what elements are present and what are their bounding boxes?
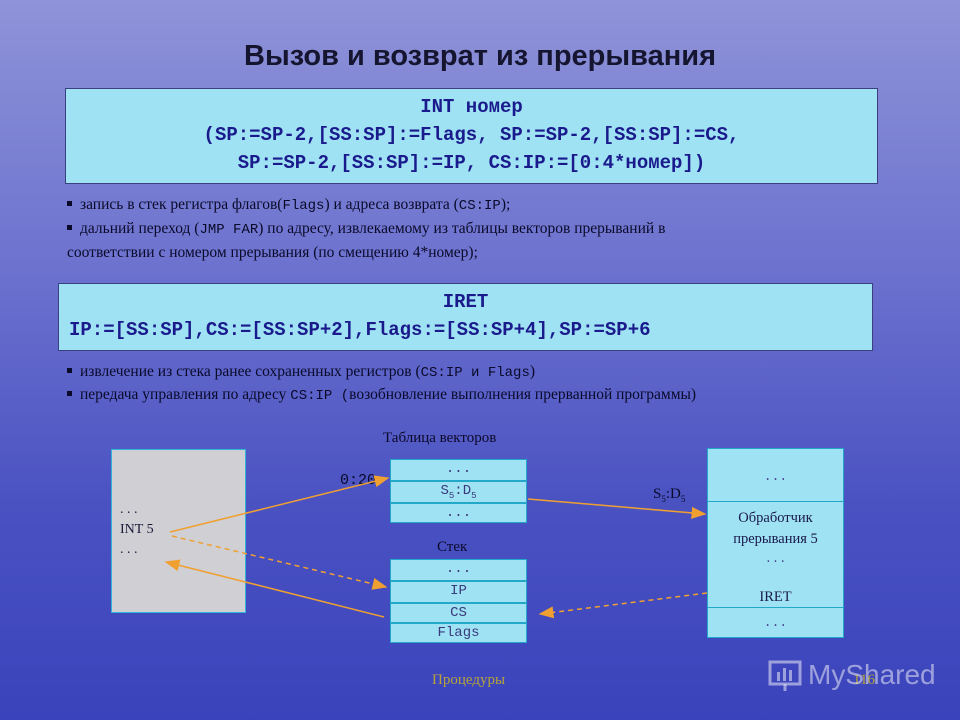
bullet-marker	[67, 225, 72, 231]
slide-title: Вызов и возврат из прерывания	[244, 40, 716, 72]
handler-dots-bottom: ...	[763, 615, 788, 630]
int-line-1: INT номер	[420, 96, 523, 118]
footer-title: Процедуры	[432, 672, 506, 688]
int-instruction-box: INT номер (SP:=SP-2,[SS:SP]:=Flags, SP:=…	[65, 88, 878, 184]
stack-label: Стек	[437, 539, 468, 555]
vector-cell-s5-d5: S5:D5	[390, 481, 527, 503]
stack-cell: ...	[390, 559, 527, 581]
handler-address-label: S5:D5	[653, 486, 686, 504]
iret-instruction-box: IRET IP:=[SS:SP],CS:=[SS:SP+2],Flags:=[S…	[58, 283, 873, 351]
program-dots-bottom: . . .	[120, 542, 138, 557]
vector-table-label: Таблица векторов	[383, 430, 497, 446]
iret-bullet-2: передача управления по адресу CS:IP (воз…	[67, 383, 696, 408]
iret-bullet-1: извлечение из стека ранее сохраненных ре…	[67, 360, 535, 385]
watermark-logo: MyShared	[768, 657, 948, 697]
iret-line-1: IRET	[442, 291, 489, 313]
stack-cell-flags: Flags	[390, 623, 527, 643]
handler-divider	[708, 501, 843, 502]
bullet-marker	[67, 368, 72, 374]
handler-dots-mid: ...	[764, 552, 787, 566]
int-line-2: (SP:=SP-2,[SS:SP]:=Flags, SP:=SP-2,[SS:S…	[203, 124, 740, 146]
vector-address-label: 0:20	[340, 472, 377, 489]
handler-name-line-1: Обработчик	[738, 510, 813, 526]
presentation-icon	[768, 660, 802, 691]
handler-divider	[708, 607, 843, 608]
stack-cell-ip: IP	[390, 581, 527, 603]
vector-cell: ...	[390, 503, 527, 523]
program-dots-top: . . .	[120, 502, 138, 517]
int-bullet-2: дальний переход (JMP FAR) по адресу, изв…	[67, 217, 665, 242]
handler-dots-top: ...	[763, 469, 788, 484]
vector-cell: ...	[390, 459, 527, 481]
bullet-marker	[67, 201, 72, 207]
int-line-3: SP:=SP-2,[SS:SP]:=IP, CS:IP:=[0:4*номер]…	[237, 152, 706, 174]
int-bullet-1: запись в стек регистра флагов(Flags) и а…	[67, 193, 510, 218]
calling-program-box: . . . INT 5 . . .	[111, 449, 246, 613]
page-number: 116	[853, 672, 875, 688]
arrow-iret-to-stack	[538, 592, 708, 619]
iret-line-2: IP:=[SS:SP],CS:=[SS:SP+2],Flags:=[SS:SP+…	[69, 319, 651, 341]
handler-name-line-2: прерывания 5	[733, 531, 818, 547]
interrupt-handler-box: ... Обработчик прерывания 5 ... IRET ...	[707, 448, 844, 638]
int-bullet-2-continued: соответствии с номером прерывания (по см…	[67, 244, 478, 261]
handler-iret: IRET	[759, 589, 792, 605]
bullet-marker	[67, 391, 72, 397]
stack-cell-cs: CS	[390, 603, 527, 623]
program-int-instruction: INT 5	[120, 522, 154, 537]
watermark-text: MyShared	[808, 659, 936, 690]
